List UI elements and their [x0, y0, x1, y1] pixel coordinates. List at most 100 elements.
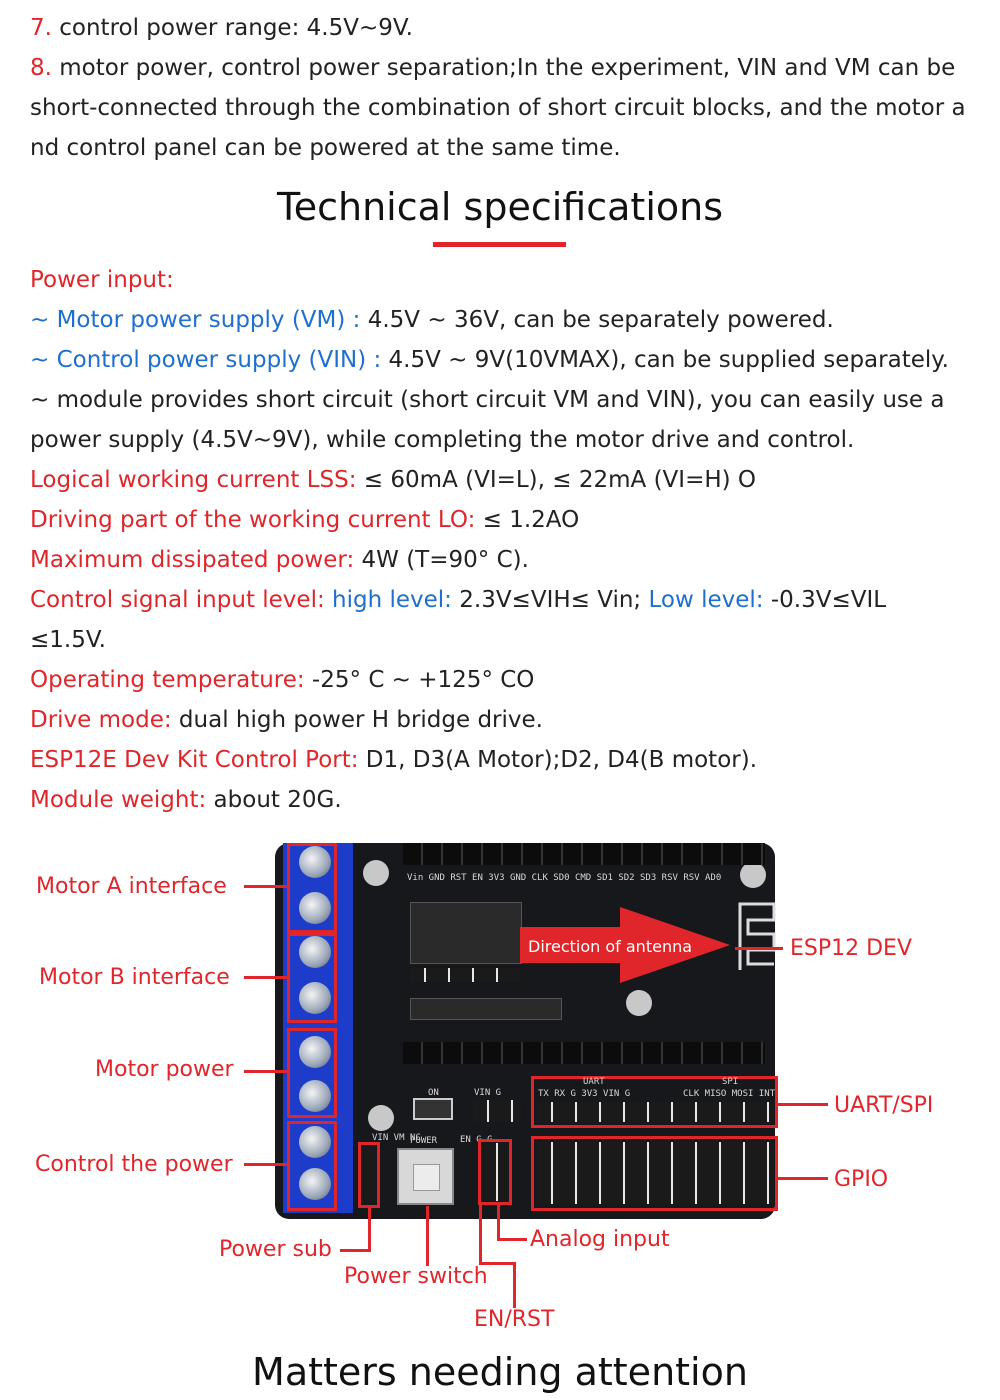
callout-line-motor-b — [244, 976, 289, 979]
mounting-hole — [626, 990, 652, 1016]
callout-line-power-sub-v — [368, 1208, 371, 1252]
motor-a-highlight — [287, 843, 337, 933]
power-led — [413, 1098, 453, 1120]
control-power-label: Control the power — [35, 1152, 233, 1177]
callout-line-power-switch — [426, 1206, 429, 1266]
en-rst-label: EN/RST — [474, 1307, 555, 1332]
silk-on: ON — [428, 1088, 439, 1098]
callout-line-control-power — [244, 1163, 289, 1166]
spec-power-dissipation: Maximum dissipated power: 4W (T=90° C). — [30, 540, 529, 580]
spec-lss: Logical working current LSS: ≤ 60mA (VI=… — [30, 460, 756, 500]
callout-line-motor-power — [244, 1070, 289, 1073]
spec-esp-port: ESP12E Dev Kit Control Port: D1, D3(A Mo… — [30, 740, 757, 780]
silk-ving: VIN G — [474, 1088, 502, 1098]
spec-label: ESP12E Dev Kit Control Port: — [30, 747, 359, 773]
power-switch[interactable] — [397, 1148, 454, 1205]
mounting-hole — [368, 1105, 394, 1131]
chip-pins — [410, 968, 520, 982]
antenna-direction-label: Direction of antenna — [528, 937, 693, 956]
gpio-highlight — [531, 1136, 778, 1211]
callout-line-en-rst-v1 — [479, 1205, 482, 1265]
item-text: control power range: 4.5V~9V. — [51, 15, 413, 41]
terminal-screw — [299, 892, 331, 924]
motor-b-highlight — [287, 933, 337, 1023]
bottom-header-strip — [403, 1042, 765, 1064]
spec-module-line1: ~ module provides short circuit (short c… — [30, 387, 945, 413]
spec-label: ~ Control power supply (VIN) : — [30, 347, 382, 373]
vin-g-header — [473, 1100, 521, 1122]
technical-specifications-heading: Technical specifications — [276, 185, 724, 229]
silk-spi-pins: CLK MISO MOSI INT — [683, 1089, 776, 1099]
spec-weight: Module weight: about 20G. — [30, 780, 342, 820]
high-level-value: 2.3V≤VIH≤ Vin; — [451, 587, 642, 613]
gpio-header — [537, 1142, 773, 1204]
terminal-screw — [299, 1126, 331, 1158]
spec-value: -25° C ~ +125° CO — [304, 667, 535, 693]
power-switch-knob — [413, 1164, 440, 1191]
callout-line-gpio — [778, 1177, 828, 1180]
spec-value: 4.5V ~ 9V(10VMAX), can be supplied separ… — [381, 347, 949, 373]
spec-label: Logical working current LSS: — [30, 467, 357, 493]
motor-power-label: Motor power — [95, 1057, 234, 1082]
spec-value: ≤ 60mA (VI=L), ≤ 22mA (VI=H) O — [356, 467, 757, 493]
spec-module-line2: power supply (4.5V~9V), while completing… — [30, 427, 855, 453]
item-text: motor power, control power separation;In… — [51, 55, 956, 81]
antenna-direction-arrow-icon — [520, 907, 730, 983]
power-switch-label: Power switch — [344, 1264, 488, 1289]
motor-b-interface-label: Motor B interface — [39, 965, 230, 990]
callout-line-power-sub-h — [340, 1249, 371, 1252]
spec-value: ≤ 1.2AO — [475, 507, 580, 533]
mounting-hole — [740, 862, 766, 888]
intro-item-8-line3: nd control panel can be powered at the s… — [30, 135, 621, 161]
terminal-screw — [299, 846, 331, 878]
spec-label: Module weight: — [30, 787, 207, 813]
gpio-label: GPIO — [834, 1167, 889, 1192]
high-level-label: high level: — [324, 587, 452, 613]
intro-item-8: 8. motor power, control power separation… — [30, 48, 955, 88]
spec-label: Control signal input level: — [30, 587, 325, 613]
spec-label: Operating temperature: — [30, 667, 305, 693]
spec-vin: ~ Control power supply (VIN) : 4.5V ~ 9V… — [30, 340, 949, 380]
mounting-hole — [363, 860, 389, 886]
callout-line-esp12 — [735, 947, 783, 950]
spec-value: 4.5V ~ 36V, can be separately powered. — [360, 307, 834, 333]
analog-input-label: Analog input — [530, 1227, 670, 1252]
spec-value: 4W (T=90° C). — [354, 547, 529, 573]
terminal-screw — [299, 1080, 331, 1112]
item-number: 8. — [30, 55, 52, 81]
power-sub-label: Power sub — [219, 1237, 332, 1262]
spec-lo: Driving part of the working current LO: … — [30, 500, 579, 540]
callout-line-analog-v — [497, 1205, 500, 1241]
spec-vm: ~ Motor power supply (VM) : 4.5V ~ 36V, … — [30, 300, 834, 340]
spec-signal-level: Control signal input level: high level: … — [30, 580, 886, 620]
silk-top-pins: Vin GND RST EN 3V3 GND CLK SD0 CMD SD1 S… — [407, 873, 722, 883]
callout-line-en-rst-h — [479, 1262, 515, 1265]
silk-en-g: EN G G — [460, 1135, 493, 1145]
uart-spi-label: UART/SPI — [834, 1093, 934, 1118]
terminal-screw — [299, 1036, 331, 1068]
terminal-screw — [299, 936, 331, 968]
control-power-highlight — [287, 1121, 337, 1211]
spec-label: Maximum dissipated power: — [30, 547, 355, 573]
spec-signal-level-line2: ≤1.5V. — [30, 627, 106, 653]
esp-antenna-icon — [738, 902, 776, 970]
spec-label: Driving part of the working current LO: — [30, 507, 476, 533]
spec-value: dual high power H bridge drive. — [171, 707, 543, 733]
silk-uart-pins: TX RX G 3V3 VIN G — [538, 1089, 631, 1099]
uart-spi-header — [537, 1102, 773, 1122]
spec-temperature: Operating temperature: -25° C ~ +125° CO — [30, 660, 534, 700]
power-input-label: Power input: — [30, 267, 174, 293]
esp12-dev-label: ESP12 DEV — [790, 936, 913, 961]
motor-a-interface-label: Motor A interface — [36, 874, 227, 899]
callout-line-analog-h — [497, 1238, 527, 1241]
low-level-label: Low level: — [641, 587, 764, 613]
item-number: 7. — [30, 15, 52, 41]
silk-vin-vm-nc: VIN VM NC — [372, 1133, 421, 1143]
callout-line-motor-a — [244, 885, 289, 888]
spec-value: about 20G. — [206, 787, 342, 813]
callout-line-en-rst-v2 — [513, 1262, 516, 1308]
motor-power-highlight — [287, 1028, 337, 1118]
en-rst-header — [482, 1143, 508, 1201]
driver-chip — [410, 902, 522, 964]
intro-item-7: 7. control power range: 4.5V~9V. — [30, 8, 413, 48]
